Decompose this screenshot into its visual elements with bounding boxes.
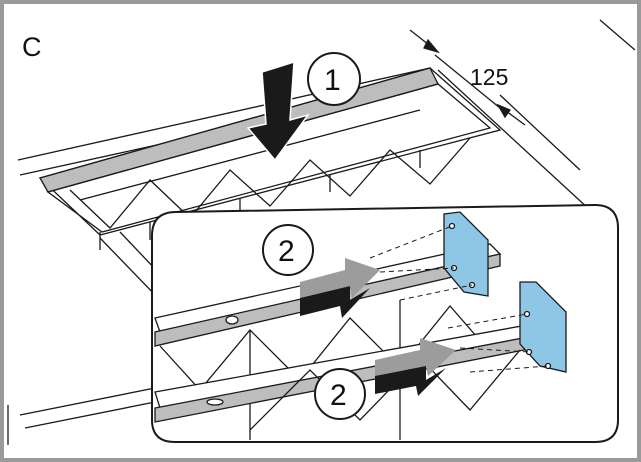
step-2b-callout: 2 — [314, 368, 366, 420]
step-1-callout: 1 — [307, 52, 361, 106]
step-1-label: 1 — [324, 64, 341, 97]
alignment-guides — [369, 225, 549, 373]
step-2a-callout: 2 — [262, 224, 314, 276]
panel-letter: C — [22, 32, 42, 62]
dimension-label: 125 — [470, 64, 508, 90]
step-2b-label: 2 — [330, 379, 347, 412]
bracket-upper — [443, 211, 489, 297]
bracket-lower — [519, 281, 567, 373]
down-arrow — [246, 60, 310, 162]
push-arrow-upper — [300, 258, 380, 318]
step-2a-label: 2 — [278, 235, 295, 268]
dimension-marker — [409, 29, 526, 126]
push-arrow-lower — [375, 338, 456, 396]
